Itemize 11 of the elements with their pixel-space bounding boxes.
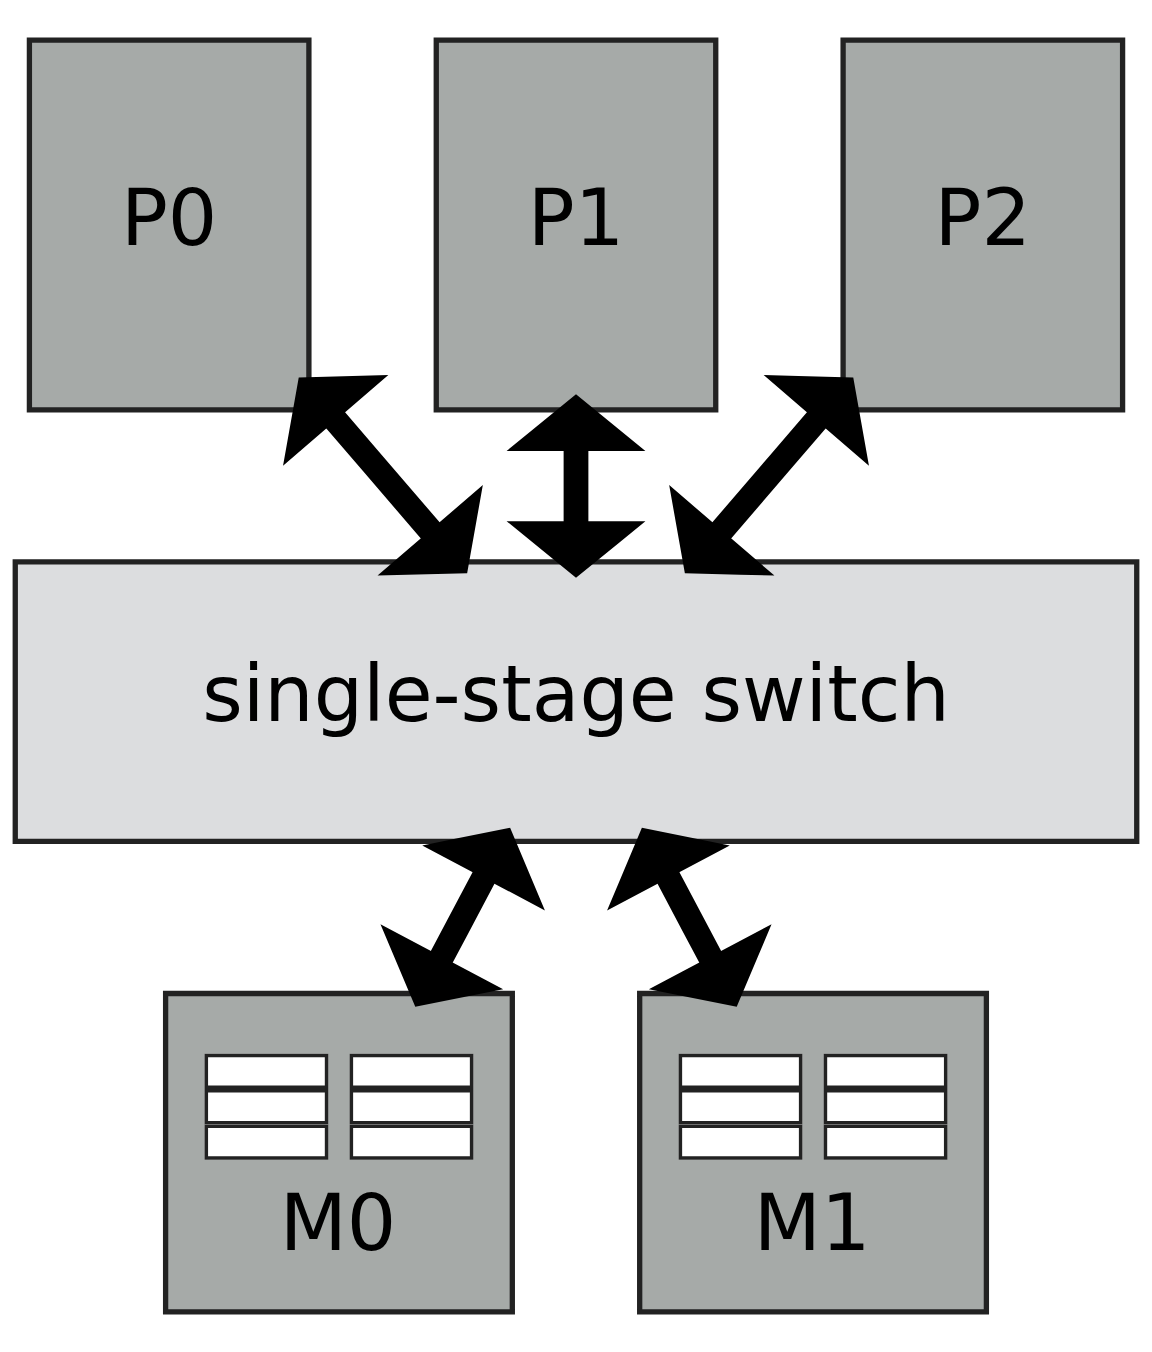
node-box: M0 (162, 990, 515, 1315)
node-box: P2 (840, 37, 1126, 413)
node-box: P0 (26, 37, 312, 413)
arrow (283, 375, 483, 576)
node-box: P1 (433, 37, 719, 413)
arrow (506, 394, 646, 578)
arrow (669, 375, 869, 576)
arrow (607, 827, 772, 1007)
node-box: single-stage switch (12, 559, 1140, 845)
node-box: M1 (637, 990, 990, 1315)
arrow (380, 827, 545, 1007)
